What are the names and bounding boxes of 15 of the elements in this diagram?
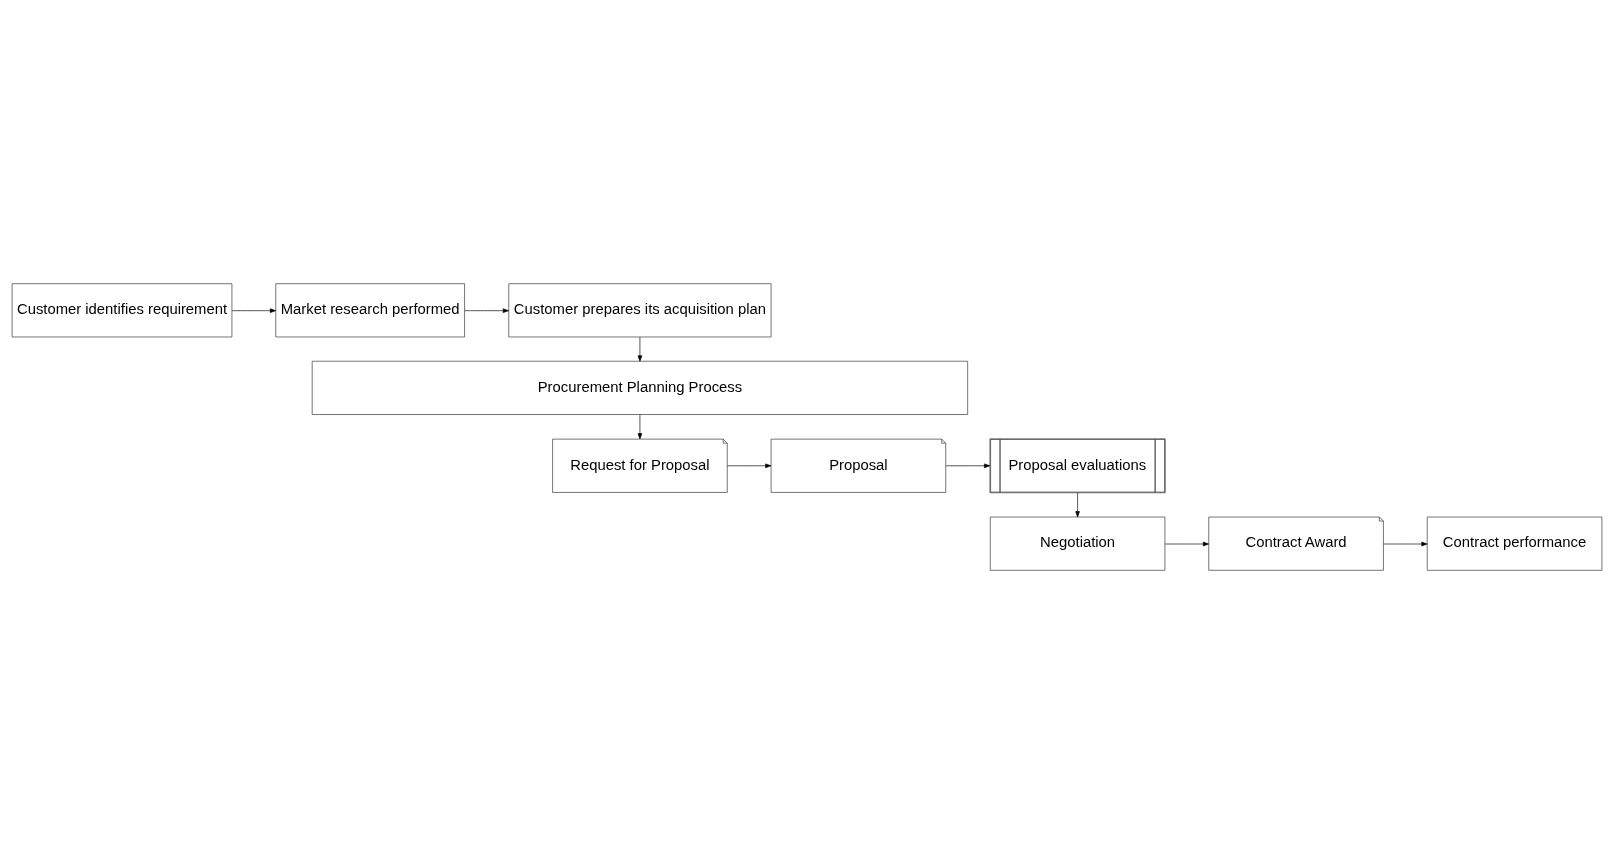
node-box: Customer prepares its acquisition plan — [508, 282, 772, 337]
node-box: Negotiation — [989, 516, 1166, 571]
node-box: Customer identifies requirement — [11, 282, 233, 337]
arrow — [1383, 541, 1428, 546]
arrow — [1075, 491, 1080, 517]
node-box: Procurement Planning Process — [311, 360, 968, 415]
arrow — [231, 307, 276, 313]
arrow — [945, 463, 991, 468]
arrow — [464, 307, 509, 313]
arrow — [637, 336, 643, 361]
arrow — [1164, 541, 1209, 546]
node-box: Contract performance — [1426, 516, 1603, 571]
arrow — [727, 463, 772, 468]
node-box: Market research performed — [275, 282, 465, 337]
arrow — [637, 413, 643, 439]
